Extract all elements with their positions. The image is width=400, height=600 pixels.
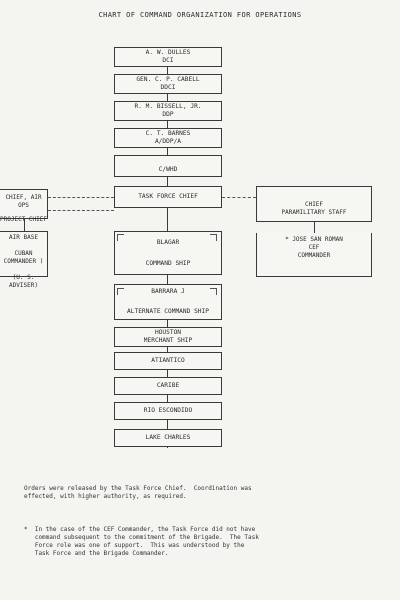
box-ddp: R. M. BISSELL, JR. DDP xyxy=(114,101,222,121)
corner-bracket xyxy=(210,234,217,241)
cef-label: CEF xyxy=(308,244,320,251)
coordination-line-left xyxy=(48,197,114,198)
box-ddp-title: DDP xyxy=(162,111,174,118)
coordination-line-left-lower xyxy=(48,210,114,211)
box-ddci: GEN. C. P. CABELL DDCI xyxy=(114,74,222,94)
box-barrara-j: BARRARA J ALTERNATE COMMAND SHIP xyxy=(114,284,222,320)
box-ddci-name: GEN. C. P. CABELL xyxy=(136,76,200,83)
box-a-ddp-a-name: C. T. BARNES xyxy=(145,130,191,137)
box-task-force-chief: TASK FORCE CHIEF xyxy=(114,186,222,208)
chief-label: CHIEF xyxy=(304,201,324,208)
box-barrara-j-role: ALTERNATE COMMAND SHIP xyxy=(127,308,209,315)
box-rio-escondido-name: RIO ESCONDIDO xyxy=(143,407,193,414)
box-houston-role: MERCHANT SHIP xyxy=(143,337,193,344)
box-atiantico-name: ATIANTICO xyxy=(151,357,185,364)
box-barrara-j-name: BARRARA J xyxy=(151,288,185,295)
commander-label: COMMANDER xyxy=(297,252,331,259)
box-houston: HOUSTON MERCHANT SHIP xyxy=(114,327,222,347)
note-orders: Orders were released by the Task Force C… xyxy=(24,485,252,500)
box-dci-name: A. W. DULLES xyxy=(145,49,191,56)
box-cef-commander: * JOSE SAN ROMAN CEF COMMANDER xyxy=(256,233,372,277)
box-a-ddp-a-title: A/DDP/A xyxy=(154,138,182,145)
chart-title: CHART OF COMMAND ORGANIZATION FOR OPERAT… xyxy=(98,11,302,19)
coordination-line-right xyxy=(222,197,256,198)
left-connector xyxy=(24,219,25,231)
paramilitary-staff-label: PARAMILITARY STAFF xyxy=(281,209,347,216)
box-lake-charles-name: LAKE CHARLES xyxy=(145,434,191,441)
box-c-whd: C/WHD xyxy=(114,155,222,177)
box-lake-charles: LAKE CHARLES xyxy=(114,429,222,447)
project-chief-label: PROJECT CHIEF xyxy=(0,216,47,223)
box-chief-paramilitary-staff: CHIEF PARAMILITARY STAFF xyxy=(256,186,372,222)
box-ddci-title: DDCI xyxy=(160,84,176,91)
box-atiantico: ATIANTICO xyxy=(114,352,222,370)
box-a-ddp-a: C. T. BARNES A/DDP/A xyxy=(114,128,222,148)
box-caribe: CARIBE xyxy=(114,377,222,395)
box-air-base: AIR BASE CUBAN COMMANDER ) (U. S. ADVISE… xyxy=(0,231,48,289)
right-connector xyxy=(314,222,315,233)
corner-bracket xyxy=(117,288,124,295)
corner-bracket xyxy=(117,234,124,241)
box-rio-escondido: RIO ESCONDIDO xyxy=(114,402,222,420)
box-blagar-role: COMMAND SHIP xyxy=(145,259,191,267)
corner-bracket xyxy=(210,288,217,295)
box-dci: A. W. DULLES DCI xyxy=(114,47,222,67)
us-adviser-label: (U. S. ADVISER) xyxy=(9,274,38,289)
box-blagar: BLAGAR COMMAND SHIP xyxy=(114,231,222,275)
box-houston-name: HOUSTON xyxy=(154,329,182,336)
box-blagar-name: BLAGAR xyxy=(156,238,180,246)
box-caribe-name: CARIBE xyxy=(156,382,180,389)
box-task-force-chief-name: TASK FORCE CHIEF xyxy=(138,193,198,200)
box-dci-title: DCI xyxy=(162,57,174,64)
box-chief-air-ops: CHIEF, AIR OPS PROJECT CHIEF xyxy=(0,189,48,223)
note-cef-commander: * In the case of the CEF Commander, the … xyxy=(24,526,259,557)
chief-air-ops-label: CHIEF, AIR OPS xyxy=(5,194,42,209)
box-c-whd-name: C/WHD xyxy=(158,166,178,173)
box-ddp-name: R. M. BISSELL, JR. xyxy=(134,103,202,110)
air-base-label: AIR BASE xyxy=(9,234,38,241)
cuban-commander-label: CUBAN COMMANDER ) xyxy=(3,250,44,265)
jose-san-roman-label: * JOSE SAN ROMAN xyxy=(285,236,343,243)
